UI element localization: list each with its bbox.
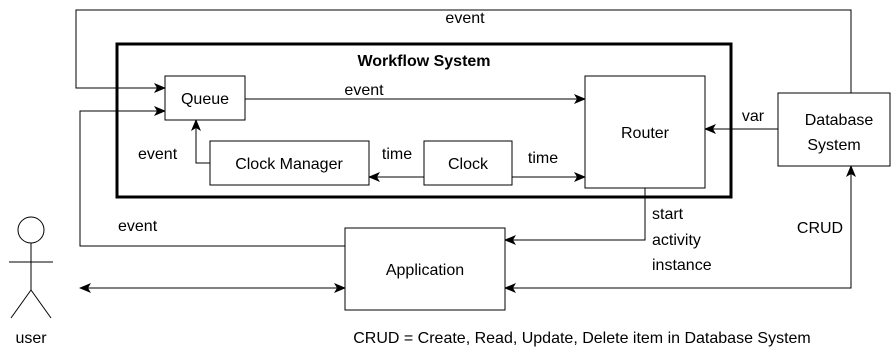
workflow-system-title: Workflow System [357, 53, 490, 70]
database-system-node [777, 92, 891, 167]
edge-label-crud: CRUD [797, 220, 843, 237]
router-label: Router [621, 125, 670, 142]
edge-label-start: start [652, 206, 684, 223]
clock-node [423, 140, 513, 186]
crud-legend: CRUD = Create, Read, Update, Delete item… [353, 330, 811, 347]
application-label: Application [386, 262, 464, 279]
edge-clock-manager-to-queue [191, 119, 210, 164]
user-label: user [15, 330, 47, 347]
queue-node [164, 75, 246, 121]
edge-application-db-crud [504, 165, 856, 293]
edge-label-var: var [742, 108, 765, 125]
clock-manager-label: Clock Manager [235, 156, 343, 173]
edge-db-to-queue-event [75, 9, 852, 93]
edge-label-application-event: event [118, 218, 158, 235]
edge-label-instance: instance [652, 257, 712, 274]
edge-label-activity: activity [652, 232, 701, 249]
clock-manager-node [209, 140, 370, 186]
edge-label-top-event: event [445, 10, 485, 27]
edge-label-clock-manager-time: time [382, 146, 412, 163]
edge-application-to-queue [79, 106, 345, 247]
router-node [584, 75, 706, 189]
system-label: System [807, 137, 860, 154]
user-actor-icon [9, 216, 53, 319]
database-label: Database [805, 112, 874, 129]
edge-label-clock-router-time: time [528, 150, 558, 167]
edge-label-clock-manager-event: event [138, 146, 178, 163]
application-node [344, 227, 506, 311]
queue-label: Queue [181, 91, 229, 108]
clock-label: Clock [448, 156, 489, 173]
edge-label-queue-router-event: event [344, 82, 384, 99]
